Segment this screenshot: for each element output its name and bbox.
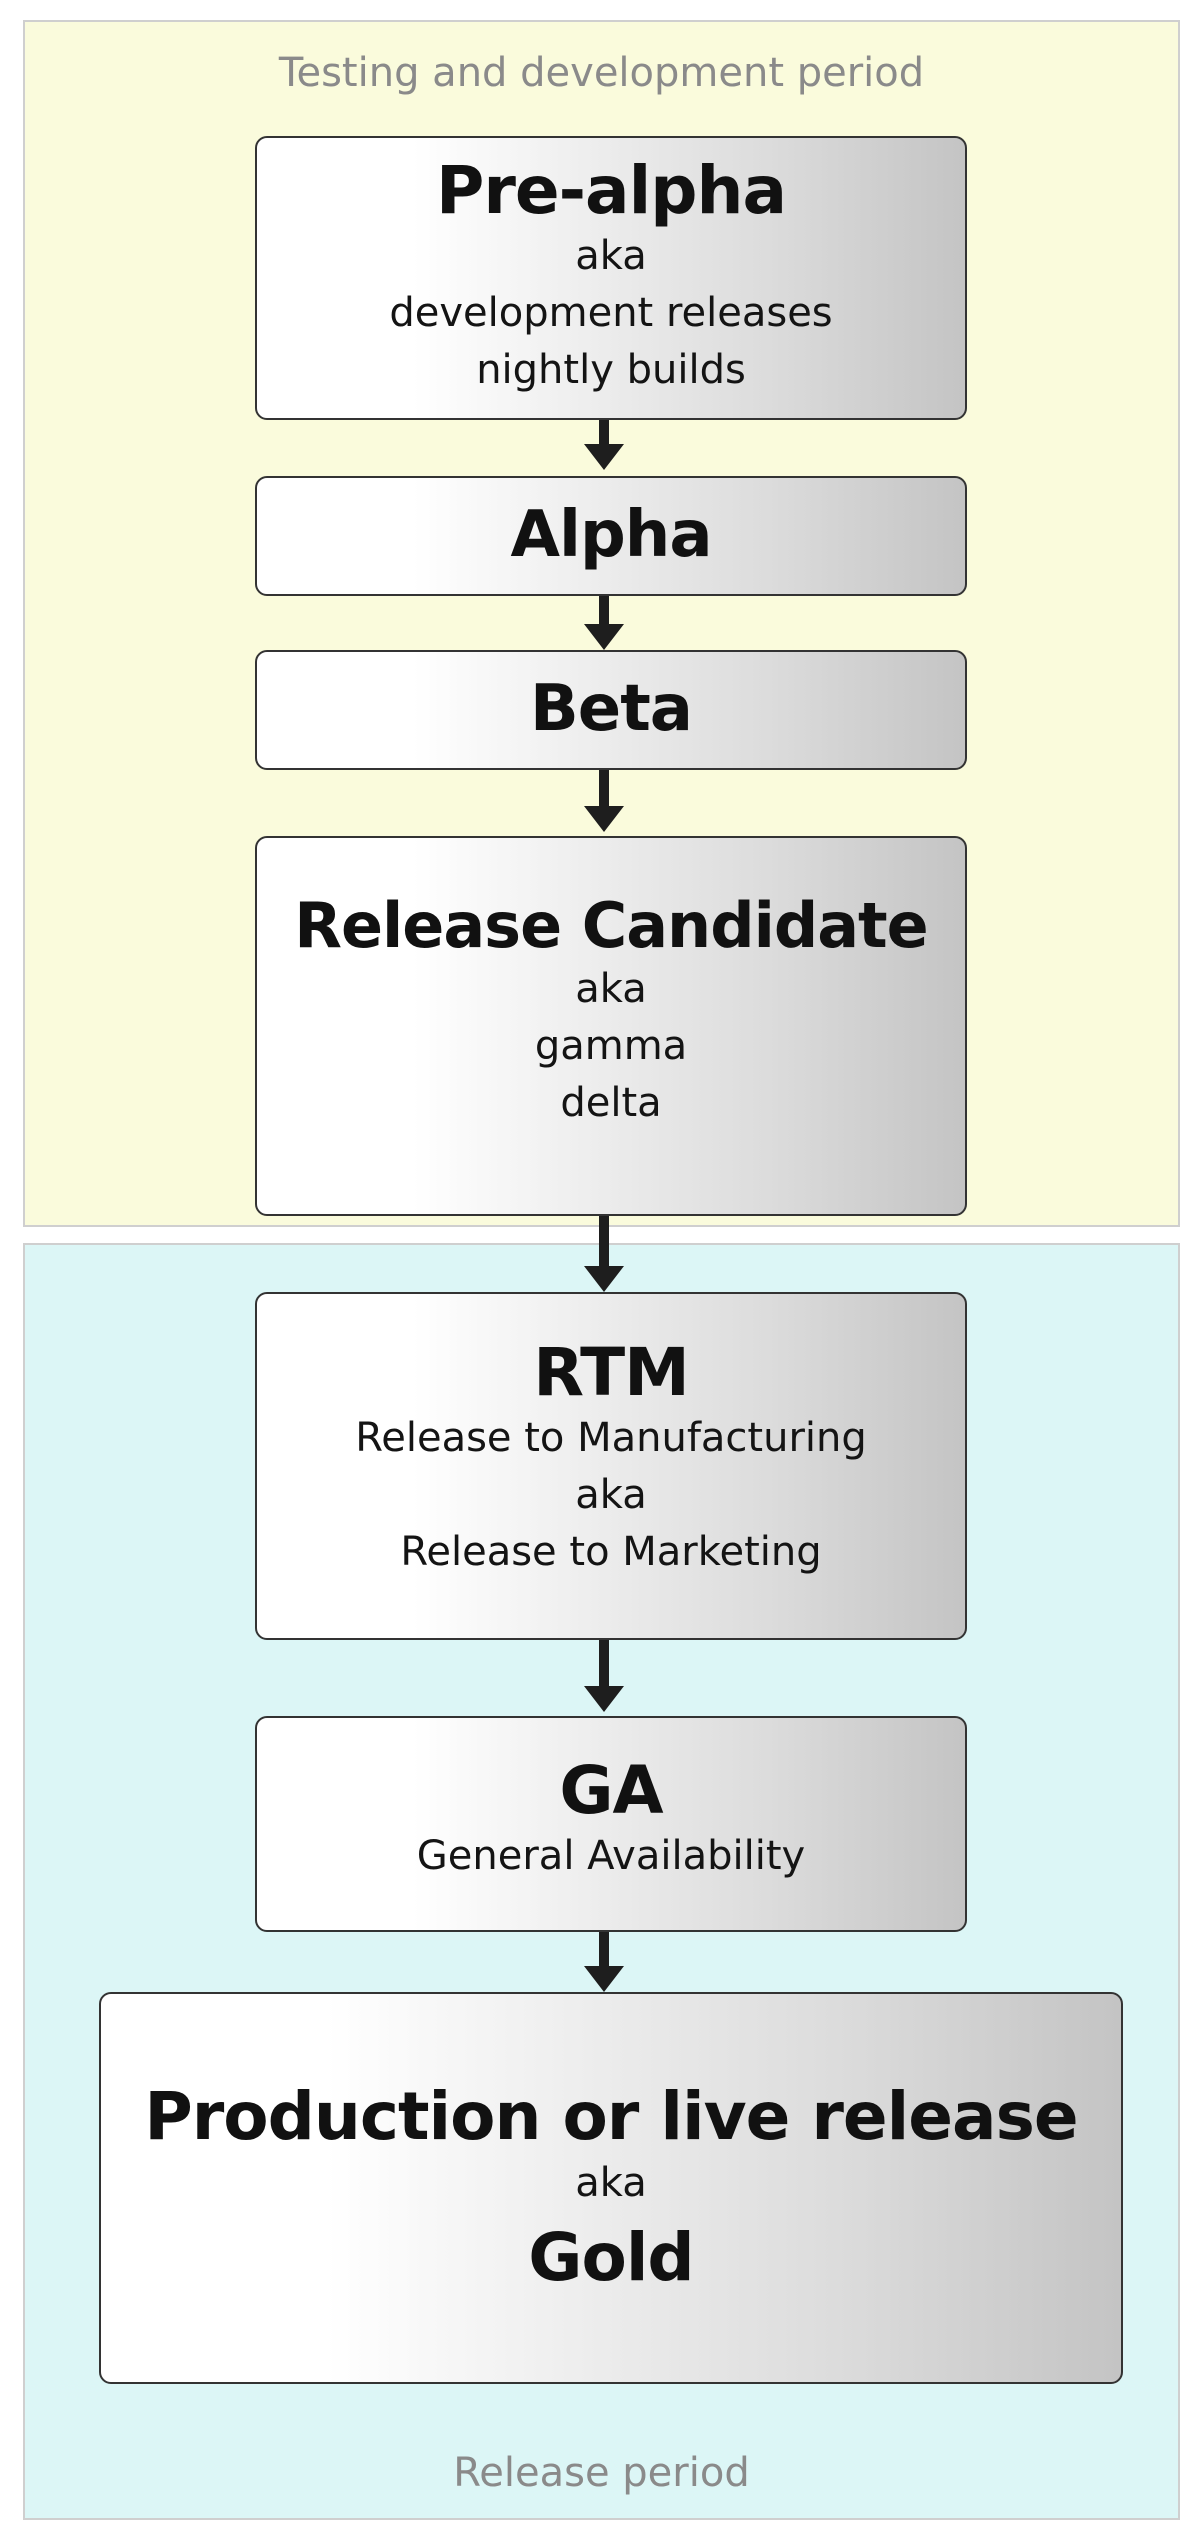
arrow-down-icon [584, 420, 624, 470]
stage-release-candidate: Release Candidate aka gamma delta [255, 836, 967, 1216]
stage-beta: Beta [255, 650, 967, 770]
stage-alpha: Alpha [255, 476, 967, 596]
stage-subtext: gamma [534, 1023, 688, 1070]
arrow-down-icon [584, 596, 624, 650]
arrow-down-icon [584, 1932, 624, 1992]
stage-subtext: delta [560, 1080, 662, 1127]
stage-subtext: Release to Manufacturing [355, 1415, 867, 1462]
stage-subtext: aka [575, 2159, 647, 2206]
stage-subtext: development releases [389, 290, 833, 337]
stage-ga: GA General Availability [255, 1716, 967, 1932]
stage-subtext: aka [575, 233, 647, 280]
stage-subtext: aka [575, 966, 647, 1013]
arrow-down-icon [584, 1216, 624, 1292]
stage-title: Beta [530, 672, 693, 747]
stage-pre-alpha: Pre-alpha aka development releases night… [255, 136, 967, 420]
stage-subtext: aka [575, 1472, 647, 1519]
stage-title: GA [559, 1751, 663, 1829]
release-period-label: Release period [453, 2450, 750, 2496]
stage-subtext: General Availability [416, 1833, 806, 1880]
stage-subtext: Release to Marketing [400, 1529, 822, 1576]
stage-title: Production or live release [144, 2077, 1078, 2155]
stage-title: Release Candidate [294, 888, 928, 962]
arrow-down-icon [584, 1640, 624, 1712]
stage-title: Pre-alpha [435, 151, 787, 229]
stage-rtm: RTM Release to Manufacturing aka Release… [255, 1292, 967, 1640]
stage-production: Production or live release aka Gold [99, 1992, 1123, 2384]
testing-development-label: Testing and development period [278, 50, 925, 96]
stage-title: Alpha [510, 498, 712, 573]
stage-title-gold: Gold [528, 2218, 694, 2296]
arrow-down-icon [584, 770, 624, 832]
stage-subtext: nightly builds [476, 347, 746, 394]
stage-title: RTM [533, 1333, 690, 1411]
